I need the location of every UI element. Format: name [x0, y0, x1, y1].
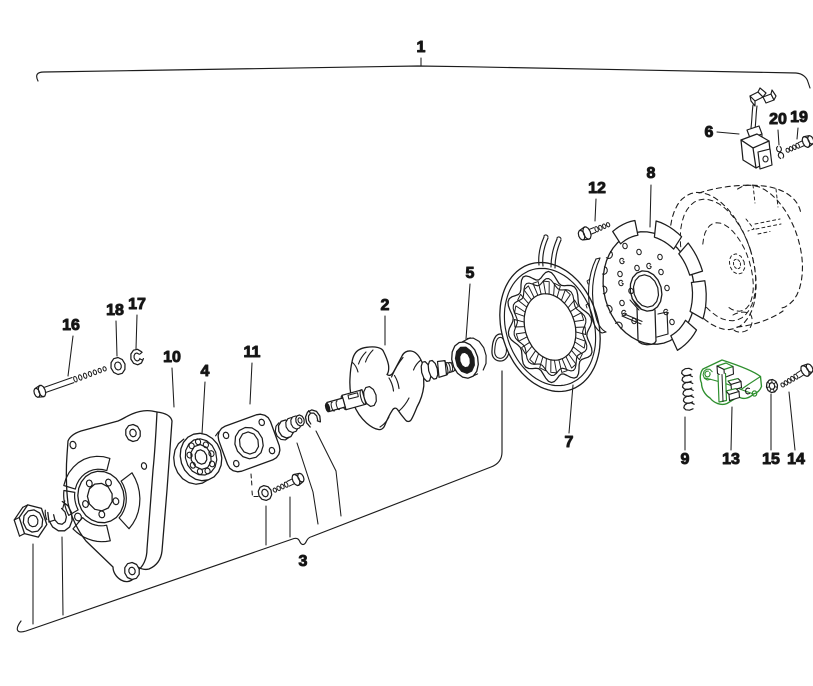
callout-3[interactable]: 3	[298, 553, 308, 571]
callout-19[interactable]: 19	[790, 109, 809, 127]
leader-11	[249, 362, 253, 405]
screw-14	[780, 363, 813, 388]
group-bracket-3	[16, 370, 503, 633]
nut	[13, 504, 48, 538]
washer-18	[110, 356, 126, 376]
callout-13[interactable]: 13	[722, 451, 741, 469]
leader-4	[201, 381, 206, 435]
bolt-16	[33, 366, 107, 398]
spring-washer-left	[44, 500, 73, 532]
leader-7	[568, 384, 574, 434]
retainer-plate-11	[215, 413, 281, 498]
leader-circlip	[315, 430, 342, 517]
leader-18	[115, 320, 118, 357]
regulator-13	[699, 359, 763, 406]
leader-12	[594, 198, 597, 222]
diode-plate-8	[601, 219, 707, 351]
rotor-2	[324, 346, 457, 431]
screw-11	[272, 472, 305, 493]
bearing-4	[173, 432, 223, 485]
leader-5	[465, 283, 471, 340]
front-housing-10	[63, 409, 173, 583]
callout-7[interactable]: 7	[564, 434, 574, 452]
callout-15[interactable]: 15	[762, 451, 781, 469]
screw-19	[785, 135, 813, 153]
callout-9[interactable]: 9	[680, 451, 690, 469]
leader-13	[730, 406, 733, 451]
leader-spacer-collar	[296, 442, 319, 525]
stator-7	[499, 234, 601, 393]
callout-20[interactable]: 20	[769, 111, 788, 129]
callout-6[interactable]: 6	[704, 124, 714, 142]
callout-11[interactable]: 11	[243, 344, 261, 362]
leader-16	[67, 335, 74, 377]
leader-10	[171, 367, 175, 408]
leader-19	[796, 127, 799, 140]
washer-15	[765, 378, 779, 394]
leader-spring-washer	[61, 536, 64, 616]
leader-8	[649, 184, 652, 228]
callout-10[interactable]: 10	[163, 349, 182, 367]
lock-washer-17	[130, 348, 145, 366]
callout-8[interactable]: 8	[646, 165, 656, 183]
brush-holder-6	[740, 87, 777, 170]
screw-12	[577, 222, 611, 241]
leader-17	[135, 314, 138, 350]
circlip	[304, 409, 322, 428]
leader-20	[777, 129, 780, 146]
group-bracket-1	[36, 65, 811, 89]
leader-lines	[32, 57, 799, 625]
callout-2[interactable]: 2	[380, 297, 390, 315]
callout-17[interactable]: 17	[128, 296, 147, 314]
washer-11	[257, 484, 273, 502]
callout-18[interactable]: 18	[106, 302, 125, 320]
callout-1[interactable]: 1	[416, 39, 426, 57]
spacer-collar	[274, 414, 305, 441]
screw-20	[776, 145, 785, 160]
bearing-5	[451, 337, 487, 379]
spring-9	[681, 367, 695, 411]
cover-plate	[585, 257, 607, 334]
callout-12[interactable]: 12	[588, 180, 607, 198]
callout-5[interactable]: 5	[465, 265, 475, 283]
callout-16[interactable]: 16	[62, 317, 81, 335]
leader-14	[788, 391, 796, 451]
callout-4[interactable]: 4	[200, 363, 210, 381]
leader-6	[716, 131, 740, 135]
callout-14[interactable]: 14	[787, 451, 806, 469]
